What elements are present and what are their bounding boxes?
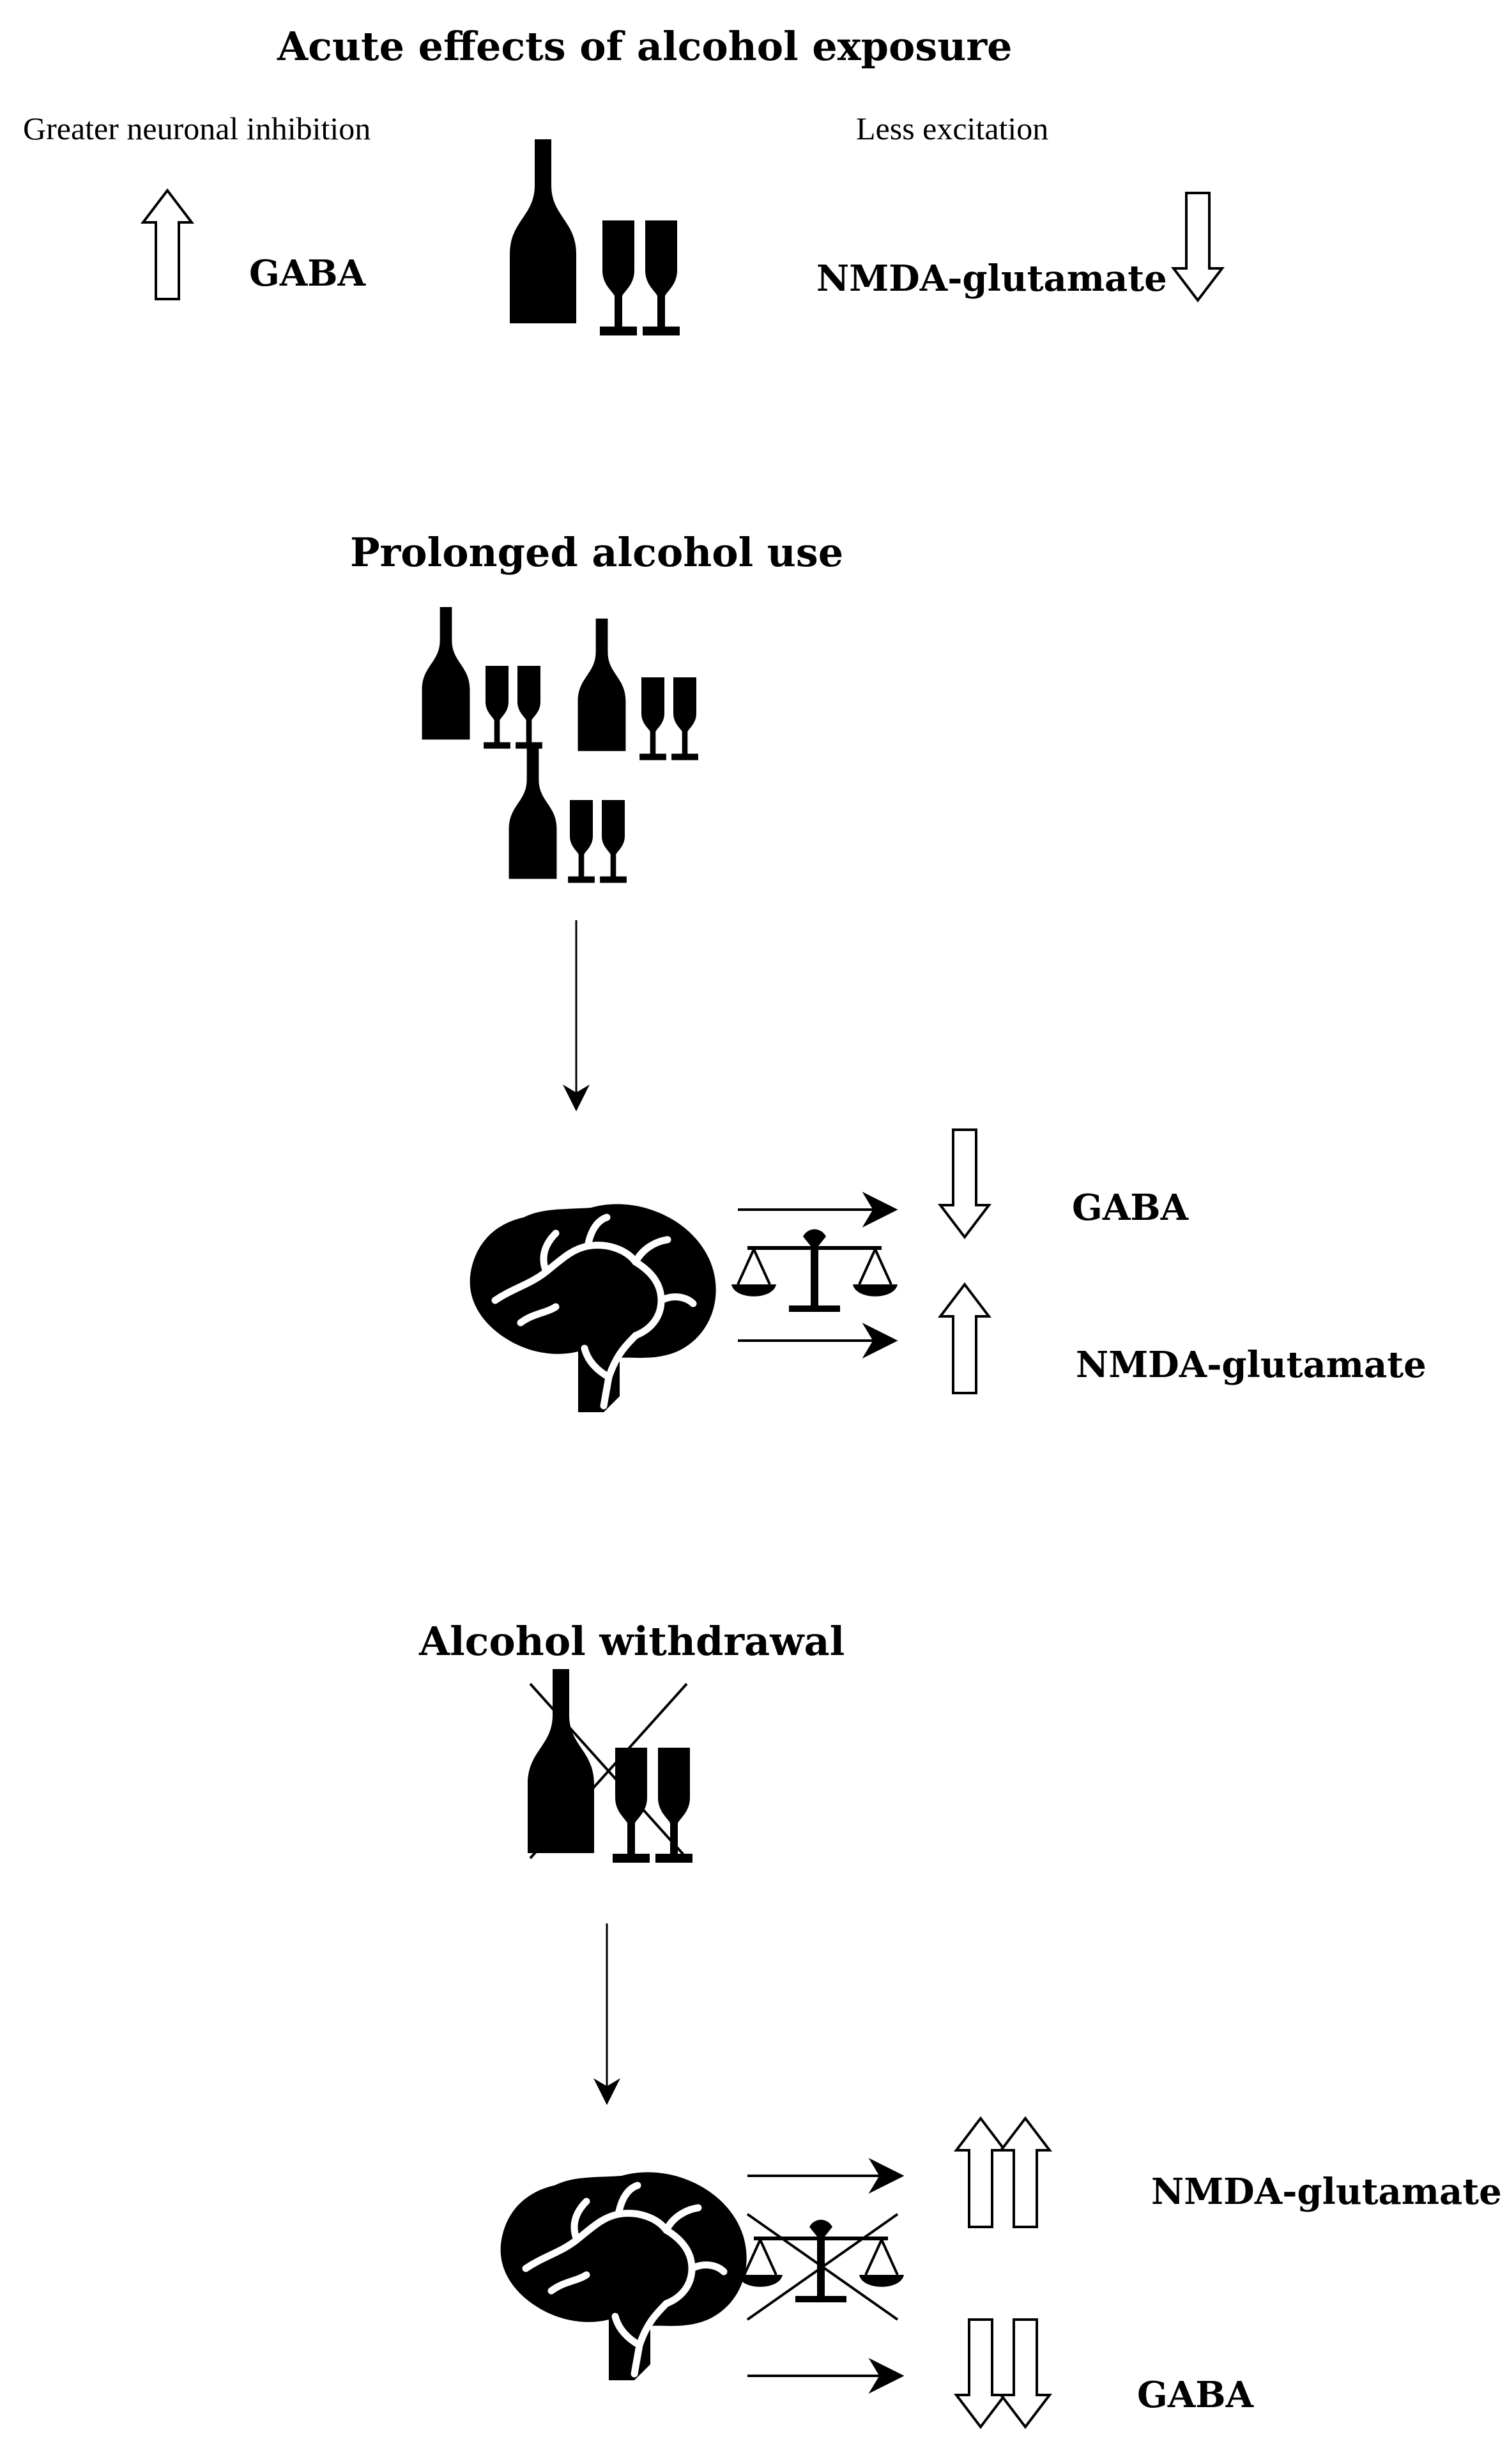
brain-icon bbox=[501, 2172, 747, 2380]
hollow-down-arrow-icon bbox=[939, 1128, 990, 1238]
bottle-glasses-icon bbox=[510, 139, 680, 335]
withdrawal-title: Alcohol withdrawal bbox=[419, 1618, 845, 1665]
balance-scale-icon bbox=[730, 1228, 899, 1313]
balance-scale-icon bbox=[737, 2218, 905, 2304]
bottle-glasses-icon bbox=[422, 607, 698, 883]
cross-icon bbox=[529, 1682, 688, 1860]
hollow-down-arrow-icon bbox=[1172, 192, 1223, 302]
prolonged-gaba-label: GABA bbox=[1072, 1187, 1189, 1229]
acute-nmda-label: NMDA-glutamate bbox=[816, 258, 1167, 300]
cross-icon bbox=[746, 2213, 899, 2321]
acute-gaba-label: GABA bbox=[249, 252, 366, 295]
prolonged-title: Prolonged alcohol use bbox=[350, 529, 844, 576]
brain-icon bbox=[470, 1204, 716, 1412]
hollow-up-arrow-icon bbox=[142, 189, 193, 300]
acute-right-note: Less excitation bbox=[856, 111, 1049, 146]
withdrawal-nmda-label: NMDA-glutamate bbox=[1151, 2171, 1502, 2213]
hollow-down-arrow-icon bbox=[955, 2318, 1051, 2428]
acute-left-note: Greater neuronal inhibition bbox=[23, 111, 371, 146]
withdrawal-gaba-label: GABA bbox=[1137, 2374, 1254, 2416]
acute-title: Acute effects of alcohol exposure bbox=[277, 23, 1013, 70]
prolonged-nmda-label: NMDA-glutamate bbox=[1076, 1344, 1427, 1386]
hollow-up-arrow-icon bbox=[939, 1283, 990, 1394]
hollow-up-arrow-icon bbox=[955, 2117, 1051, 2228]
